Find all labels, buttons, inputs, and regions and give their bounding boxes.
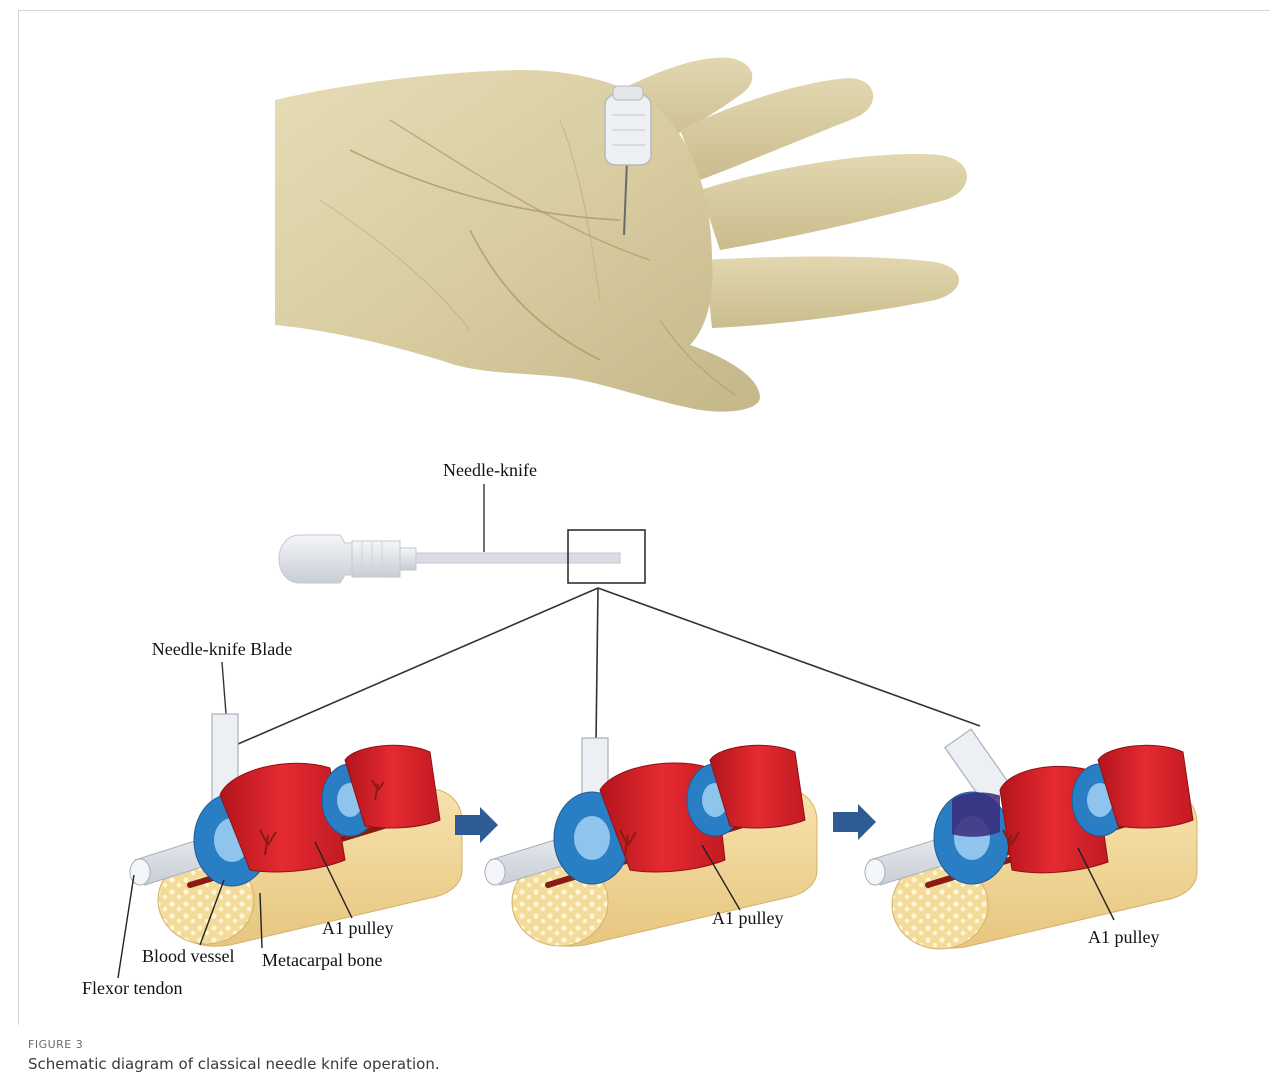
figure-caption: Schematic diagram of classical needle kn…	[28, 1055, 440, 1073]
label-a1-pulley-3: A1 pulley	[1088, 927, 1160, 947]
label-needle-knife: Needle-knife	[443, 460, 537, 480]
hand-photo	[270, 58, 990, 455]
label-a1-pulley-1: A1 pulley	[322, 918, 394, 938]
needle-knife-tool	[279, 484, 645, 583]
label-a1-pulley-2: A1 pulley	[712, 908, 784, 928]
step-arrow-2	[833, 804, 876, 840]
label-metacarpal-bone: Metacarpal bone	[262, 950, 382, 970]
anatomy-diagram-3	[865, 729, 1197, 949]
figure-number: FIGURE 3	[28, 1038, 83, 1051]
blade-leader-line	[222, 662, 226, 714]
label-blood-vessel: Blood vessel	[142, 946, 235, 966]
anatomy-diagram-1	[118, 714, 462, 978]
callout-lines	[238, 588, 980, 744]
label-needle-knife-blade: Needle-knife Blade	[152, 639, 292, 659]
label-flexor-tendon: Flexor tendon	[82, 978, 183, 998]
